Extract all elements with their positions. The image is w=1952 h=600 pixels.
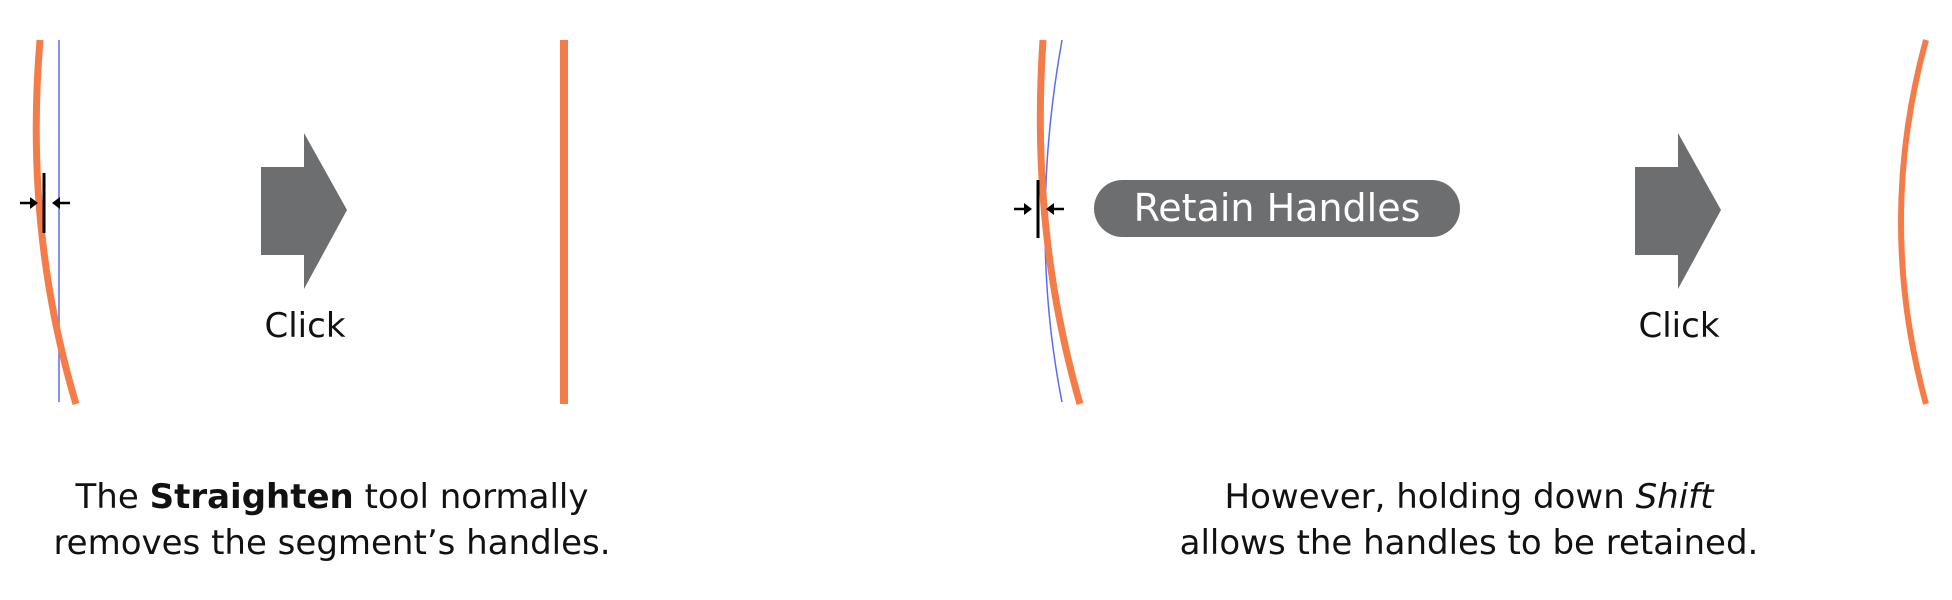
caption-bold-tool-name: Straighten (149, 477, 354, 517)
caption-italic-key: Shift (1635, 477, 1714, 517)
curved-segment (1036, 39, 1084, 405)
straighten-cursor-icon (20, 173, 70, 233)
right-arrow-icon (1635, 133, 1721, 289)
caption-text: allows the handles to be retained. (1179, 523, 1759, 563)
left-caption: The Straighten tool normally removes the… (53, 474, 610, 566)
click-label: Click (264, 306, 346, 346)
right-caption: However, holding down Shift allows the h… (1180, 474, 1759, 566)
caption-text: The (75, 477, 150, 517)
click-label: Click (1638, 306, 1720, 346)
retain-handles-pill: Retain Handles (1094, 180, 1460, 237)
caption-text: However, holding down (1224, 477, 1636, 517)
caption-text: removes the segment’s handles. (53, 523, 611, 563)
caption-text: tool normally (353, 477, 589, 517)
right-arrow-icon (261, 133, 347, 289)
straighten-cursor-icon (1014, 180, 1064, 238)
straightened-segment-with-handles (1898, 39, 1929, 405)
curved-segment (32, 39, 80, 406)
